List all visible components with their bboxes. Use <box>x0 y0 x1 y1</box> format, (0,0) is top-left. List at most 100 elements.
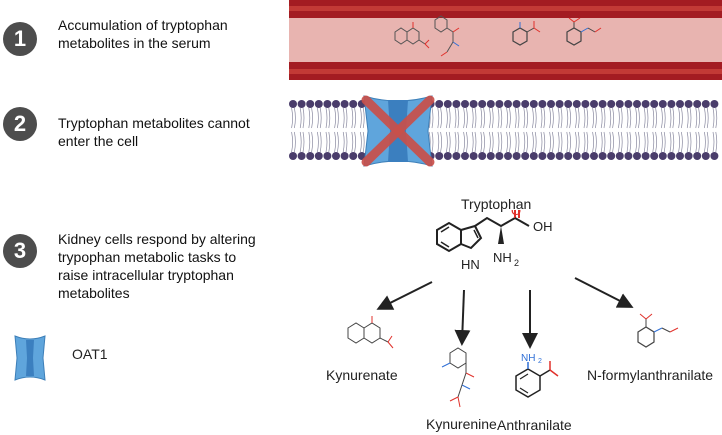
lipid-head <box>340 152 349 160</box>
lipid-tail <box>549 131 551 153</box>
lipid-tail <box>302 131 305 153</box>
anthranilate-structure: NH 2 <box>515 353 559 398</box>
lipid-tail <box>466 107 468 129</box>
lipid-tail <box>342 107 345 129</box>
lipid-tail <box>354 107 356 129</box>
lipid-tail <box>534 107 537 129</box>
lipid-tail <box>489 107 491 129</box>
lipid-head <box>495 152 504 160</box>
lipid-tail <box>577 131 580 153</box>
lipid-tail <box>440 107 442 129</box>
lipid-head <box>598 152 607 160</box>
lipid-tail <box>491 131 494 153</box>
lipid-tail <box>354 131 356 153</box>
lipid-head <box>289 152 297 160</box>
lipid-head <box>684 100 693 108</box>
lipid-tail <box>655 131 657 153</box>
lipid-tail <box>635 107 637 129</box>
lipid-tail <box>592 107 594 129</box>
oat1-legend-icon <box>14 335 46 381</box>
lipid-tail <box>351 131 354 153</box>
kynurenate-structure <box>347 316 394 349</box>
step-2-number: 2 <box>3 107 37 141</box>
lipid-head <box>314 100 323 108</box>
lipid-tail <box>583 107 586 129</box>
lipid-tail <box>351 107 354 129</box>
lipid-tail <box>652 107 655 129</box>
lipid-tail <box>509 107 511 129</box>
lipid-tail <box>483 131 485 153</box>
lipid-tail <box>618 107 620 129</box>
lipid-tail <box>517 131 520 153</box>
lipid-tail <box>457 131 460 153</box>
lipid-head <box>555 152 564 160</box>
lipid-head <box>469 152 478 160</box>
lipid-head <box>598 100 607 108</box>
lipid-tail <box>609 131 612 153</box>
n-formylanthranilate-label: N-formylanthranilate <box>587 367 714 383</box>
lipid-head <box>572 152 581 160</box>
lipid-tail <box>540 131 543 153</box>
tryptophan-o-label: O <box>511 210 521 218</box>
lipid-tail <box>325 131 328 153</box>
tryptophan-label: Tryptophan <box>461 196 532 212</box>
lipid-tail <box>431 107 434 129</box>
arrow-to-kynurenine <box>454 289 471 346</box>
tryptophan-oh-label: OH <box>533 219 553 234</box>
lipid-tail <box>454 107 457 129</box>
lipid-head <box>504 152 512 160</box>
lipid-tail <box>586 131 589 153</box>
step-2-text: Tryptophan metabolites cannot enter the … <box>58 115 250 149</box>
lipid-tail <box>678 131 680 153</box>
lipid-tail <box>448 131 451 153</box>
lipid-tail <box>552 107 554 129</box>
lipid-tail <box>575 107 577 129</box>
arrow-to-n-formylanthranilate <box>574 277 634 308</box>
lipid-tail <box>643 107 646 129</box>
lipid-tail <box>600 131 603 153</box>
lipid-head <box>349 100 358 108</box>
lipid-tail <box>509 131 511 153</box>
lipid-tail <box>629 107 632 129</box>
lipid-tail <box>342 131 345 153</box>
lipid-tail <box>319 107 322 129</box>
lipid-tail <box>626 131 629 153</box>
lipid-tail <box>661 107 663 129</box>
lipid-tail <box>317 131 319 153</box>
lipid-head <box>624 152 633 160</box>
lipid-tail <box>543 107 546 129</box>
lipid-tail <box>592 131 594 153</box>
oat1-transporter-blocked <box>361 95 435 167</box>
lipid-head <box>615 152 624 160</box>
tryptophan-structure: OH O HN NH 2 <box>436 210 553 272</box>
lipid-tail <box>706 131 709 153</box>
lipid-tail <box>603 107 606 129</box>
lipid-tail <box>583 131 586 153</box>
anthranilate-label: Anthranilate <box>497 417 572 433</box>
lipid-tail <box>337 131 339 153</box>
lipid-tail <box>534 131 537 153</box>
lipid-tail <box>646 107 649 129</box>
lipid-tail <box>517 107 520 129</box>
lipid-tail <box>514 107 517 129</box>
lipid-tail <box>360 107 362 129</box>
lipid-tail <box>337 107 339 129</box>
lipid-tail <box>474 131 477 153</box>
lipid-tail <box>612 107 614 129</box>
kynurenine-label: Kynurenine <box>426 416 497 432</box>
lipid-head <box>624 100 633 108</box>
lipid-tail <box>652 131 655 153</box>
lipid-tail <box>635 131 637 153</box>
lipid-tail <box>678 107 680 129</box>
lipid-head <box>538 100 547 108</box>
anthranilate-nh2-label: NH <box>521 353 535 364</box>
lipid-tail <box>532 131 534 153</box>
lipid-tail <box>612 131 614 153</box>
lipid-head <box>461 100 469 108</box>
lipid-tail <box>328 107 331 129</box>
lipid-head <box>615 100 624 108</box>
lipid-tail <box>638 107 640 129</box>
lipid-head <box>693 152 702 160</box>
lipid-tail <box>483 107 485 129</box>
lipid-tail <box>446 131 448 153</box>
